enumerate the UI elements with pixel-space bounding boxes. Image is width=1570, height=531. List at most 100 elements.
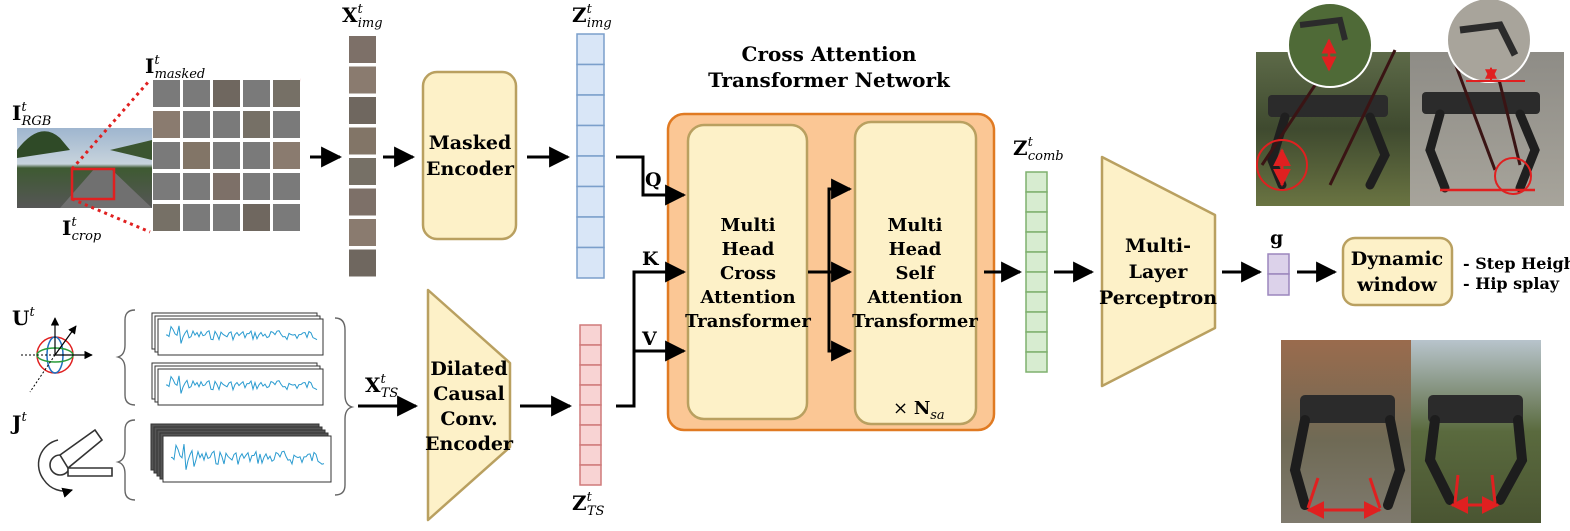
cross-attention-title-2: Transformer Network [708,68,951,92]
label-k: K [642,248,660,270]
masked-patch [273,204,300,231]
masked-patch [213,111,240,138]
imu-axes-icon [20,317,93,393]
cross-attention-title-1: Cross Attention [742,42,917,66]
dynamic-window-label-1: Dynamic [1351,248,1444,270]
output-hip-splay: - Hip splay [1463,274,1560,293]
mlp-block [1100,155,1217,388]
g-cell-1 [1267,253,1290,275]
z-ts-cell [579,464,602,486]
mhsa-label-5: Transformer [852,311,978,332]
brace-joint [115,419,136,501]
x-img-patch [349,249,376,277]
z-comb-cell [1025,351,1048,373]
z-ts-cell [579,324,602,346]
masked-patch [183,80,210,107]
z-comb-cell [1025,191,1048,213]
ts-signal [170,443,325,470]
label-j-t: Jt [10,410,27,435]
z-ts-cell [579,384,602,406]
masked-patch [273,80,300,107]
ts-signal [165,325,318,344]
ts-panel-front [157,318,324,356]
z-comb-embedding-column [1025,171,1048,373]
time-series-stacks [150,312,332,483]
mhsa-label-2: Head [889,239,942,260]
ts-panel-front [157,368,324,406]
z-ts-cell [579,364,602,386]
masked-patch [213,204,240,231]
masked-patch [153,173,180,200]
masked-patch [213,173,240,200]
arrow-q [616,155,687,206]
x-img-patch [349,158,376,185]
masked-patch [183,111,210,138]
arrow-mhca-to-mhsa-q [827,178,853,272]
masked-encoder-label-2: Encoder [426,158,515,180]
z-comb-cell [1025,271,1048,293]
z-img-cell [576,185,605,218]
label-g: g [1270,227,1283,249]
z-ts-embedding-column [579,324,602,486]
arrow-mhca-to-mhsa-v [827,272,853,362]
masked-patch [153,80,180,107]
masked-patch [153,204,180,231]
masked-patch [243,142,270,169]
masked-patch [273,173,300,200]
z-comb-cell [1025,331,1048,353]
z-ts-cell [579,404,602,426]
robot-hip-splay-photos [1281,340,1541,523]
masked-encoder-block [421,70,518,241]
z-img-cell [576,94,605,127]
brace-imu [115,309,136,406]
mlp-label-1: Multi- [1125,235,1191,257]
x-img-patch-column [349,36,376,277]
label-n-sa: × Nsa [893,398,945,423]
robot-step-height-photos [1256,0,1564,206]
mhca-label-4: Attention [699,287,795,308]
z-img-cell [576,216,605,249]
masked-patch [243,204,270,231]
x-img-patch [349,127,376,155]
x-img-patch [349,219,376,246]
z-comb-cell [1025,291,1048,313]
ts-signal [165,375,318,394]
mhca-block [686,123,809,421]
z-comb-cell [1025,311,1048,333]
x-img-patch [349,36,376,63]
mhsa-label-3: Self [895,263,935,284]
z-img-cell [576,33,605,66]
mhca-label-5: Transformer [685,311,811,332]
masked-patch [153,111,180,138]
z-img-cell [576,124,605,157]
masked-patch-grid [153,80,300,231]
label-v: V [641,328,658,350]
masked-patch [243,80,270,107]
masked-encoder-label-1: Masked [429,132,512,154]
mlp-label-2: Layer [1129,261,1189,283]
z-img-cell [576,63,605,96]
label-u-t: Ut [12,305,35,330]
dilated-label-2: Causal [433,383,504,405]
mhca-label-1: Multi [720,215,775,236]
z-comb-cell [1025,171,1048,193]
masked-patch [273,142,300,169]
crop-projection-bottom [71,197,151,234]
dilated-label-3: Conv. [440,408,497,430]
masked-patch [183,204,210,231]
masked-patch [213,80,240,107]
x-img-patch [349,66,376,94]
mhsa-block [853,120,978,426]
x-img-patch [349,97,376,124]
mhca-label-2: Head [722,239,775,260]
mhsa-label-4: Attention [866,287,962,308]
